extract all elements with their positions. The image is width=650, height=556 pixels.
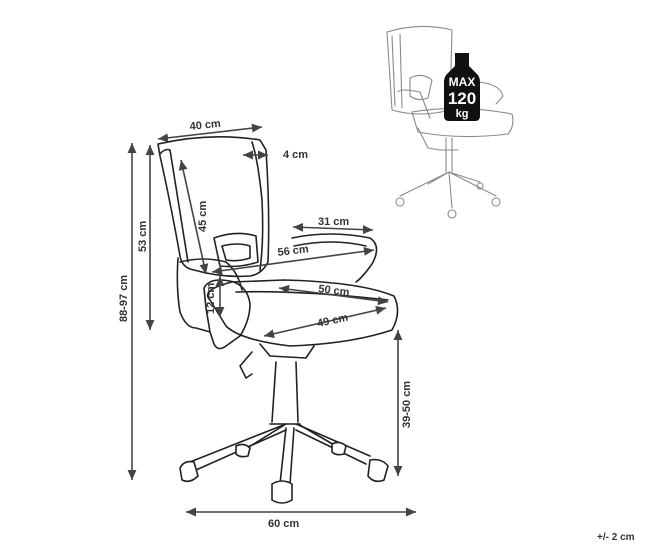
- tolerance-note: +/- 2 cm: [597, 532, 635, 543]
- label-39-50cm: 39-50 cm: [401, 381, 413, 428]
- label-12cm: 12 cm: [205, 283, 217, 314]
- label-45cm: 45 cm: [197, 201, 209, 232]
- dim-line-40: [157, 123, 263, 143]
- caster-wheels: [179, 441, 389, 504]
- label-53cm: 53 cm: [137, 221, 149, 252]
- label-40cm: 40 cm: [189, 118, 221, 133]
- dim-line-45: [178, 159, 209, 275]
- badge-max-label: MAX: [449, 75, 476, 89]
- label-60cm: 60 cm: [268, 518, 299, 530]
- dimension-lines: [127, 123, 416, 517]
- dim-line-49: [263, 305, 387, 339]
- badge-unit-label: kg: [456, 108, 469, 120]
- dim-line-31: [292, 222, 374, 235]
- badge-weight-value: 120: [448, 89, 476, 108]
- dimension-labels: 40 cm 4 cm 45 cm 31 cm 53 cm 88-97 cm 56…: [118, 118, 635, 543]
- max-load-badge: MAX 120 kg: [444, 53, 480, 121]
- label-4cm: 4 cm: [283, 149, 308, 161]
- main-chair-illustration: [157, 136, 399, 504]
- dim-line-50: [278, 284, 389, 306]
- label-31cm: 31 cm: [318, 216, 349, 228]
- label-88-97cm: 88-97 cm: [118, 275, 130, 322]
- ghost-chair-illustration: [386, 25, 514, 219]
- label-56cm: 56 cm: [277, 243, 310, 259]
- dim-line-56: [211, 246, 375, 276]
- label-50cm: 50 cm: [318, 283, 351, 299]
